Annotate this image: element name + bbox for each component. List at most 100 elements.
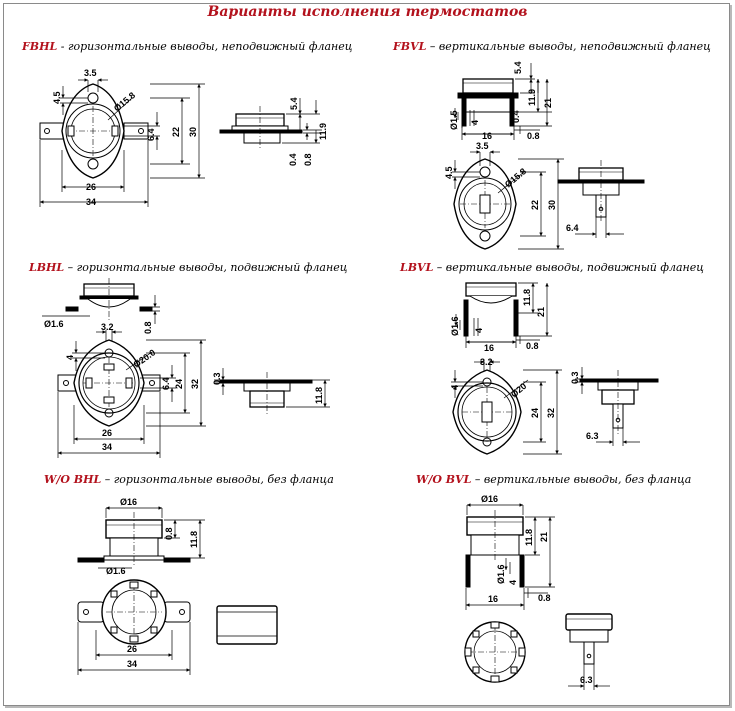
dim-label: 4 (508, 580, 518, 585)
dim-label: 26 (102, 428, 112, 438)
dim-label: 34 (127, 659, 137, 669)
variant-desc: – вертикальные выводы, подвижный фланец (433, 261, 704, 274)
dim-label: 11.8 (314, 387, 324, 404)
dim-label: 24 (174, 379, 184, 389)
dim-label: 21 (543, 98, 553, 108)
dim-label: Ø15.8 (112, 90, 137, 113)
lbvl-drawing (451, 282, 659, 455)
variant-desc: - горизонтальные выводы, неподвижный фла… (57, 40, 353, 53)
fbhl-top-view (39, 83, 149, 179)
dim-label: 3.2 (480, 357, 493, 367)
wobvl-side-view-2 (565, 613, 613, 665)
dim-label: 0.8 (143, 321, 153, 334)
variant-code: LBHL (29, 261, 65, 274)
fbhl-side-view (219, 106, 303, 150)
dim-label: 5.4 (513, 61, 523, 74)
variant-code: FBHL (22, 40, 58, 53)
dim-label: 4 (450, 385, 460, 390)
dim-label: 4 (65, 355, 75, 360)
wobvl-side-view (465, 510, 525, 588)
dim-label: 4.5 (444, 166, 454, 179)
dim-label: 22 (530, 200, 540, 210)
caption-wobvl: W/O BVL – вертикальные выводы, без фланц… (416, 473, 691, 486)
variant-code: W/O BVL (416, 473, 472, 486)
variant-code: W/O BHL (44, 473, 102, 486)
dim-label: 11.8 (522, 289, 532, 306)
dim-label: 11.9 (318, 123, 328, 140)
variant-code: LBVL (400, 261, 434, 274)
dim-label: 6.4 (566, 223, 579, 233)
dim-label: Ø1.6 (44, 319, 64, 329)
dim-label: 0.8 (303, 153, 313, 166)
wobhl-side-view-2 (216, 605, 278, 645)
dim-label: 3.5 (84, 68, 97, 78)
wobhl-drawing (77, 506, 278, 675)
dim-label: 16 (482, 131, 492, 141)
dim-label: 26 (127, 644, 137, 654)
variant-desc: – горизонтальные выводы, без фланца (101, 473, 334, 486)
dim-label: 22 (171, 127, 181, 137)
lbhl-drawing (42, 278, 330, 458)
dim-label: 0.4 (288, 153, 298, 166)
lbvl-top-view (452, 369, 522, 455)
lbvl-side-view (463, 282, 519, 337)
dim-label: 4 (470, 120, 480, 125)
dim-label: 6.3 (586, 431, 599, 441)
dim-label: Ø1.6 (450, 316, 460, 336)
wobvl-top-view (464, 621, 526, 683)
dim-label: 6.3 (580, 675, 593, 685)
dim-label: 16 (484, 343, 494, 353)
dim-label: 21 (536, 307, 546, 317)
dim-label: 6.4 (161, 377, 171, 390)
lbhl-side-view-2 (219, 372, 313, 414)
dim-label: Ø1.6 (496, 564, 506, 584)
dim-label: 6.4 (146, 128, 156, 141)
caption-fbhl: FBHL - горизонтальные выводы, неподвижны… (22, 40, 352, 53)
caption-wobhl: W/O BHL – горизонтальные выводы, без фла… (44, 473, 334, 486)
dim-label: 11.9 (527, 89, 537, 106)
dim-label: Ø15.8 (503, 166, 528, 189)
lbhl-side-view (65, 278, 153, 320)
dim-label: 34 (86, 197, 96, 207)
variant-code: FBVL (393, 40, 427, 53)
fbvl-side-view-2 (557, 160, 645, 222)
dim-label: 3.5 (476, 141, 489, 151)
dim-label: 26 (86, 182, 96, 192)
wobvl-drawing (464, 503, 613, 690)
dim-label: 0.8 (527, 131, 540, 141)
dim-label: 4.5 (52, 91, 62, 104)
dim-label: Ø1.6 (106, 566, 126, 576)
dim-label: Ø16 (481, 494, 498, 504)
fbhl-drawing (39, 78, 322, 207)
variant-desc: – горизонтальные выводы, подвижный флане… (64, 261, 348, 274)
dim-label: 0.3 (212, 372, 222, 385)
variant-desc: – вертикальные выводы, без фланца (471, 473, 692, 486)
dim-label: 32 (190, 379, 200, 389)
caption-fbvl: FBVL – вертикальные выводы, неподвижный … (393, 40, 711, 53)
dim-label: 21 (539, 532, 549, 542)
wobhl-side-view (77, 512, 191, 566)
dim-label: 30 (547, 200, 557, 210)
dim-label: 5.4 (289, 97, 299, 110)
variant-desc: – вертикальные выводы, неподвижный флане… (426, 40, 711, 53)
lbhl-top-view (57, 339, 161, 427)
dim-label: 32 (546, 408, 556, 418)
fbvl-drawing (452, 63, 645, 250)
dim-label: 24 (530, 408, 540, 418)
dim-label: Ø20 (509, 381, 528, 400)
dim-label: 0.8 (164, 527, 174, 540)
dim-label: 11.8 (524, 529, 534, 546)
wobhl-top-view (77, 579, 191, 645)
figure-title: Варианты исполнения термостатов (207, 4, 528, 20)
caption-lbhl: LBHL – горизонтальные выводы, подвижный … (29, 261, 347, 274)
dim-label: 0.8 (526, 341, 539, 351)
fbhl-dims (39, 78, 205, 207)
dim-label: Ø1.5 (449, 110, 459, 130)
fbvl-top-view (453, 158, 517, 250)
dim-label: 16 (488, 594, 498, 604)
dim-label: 30 (188, 127, 198, 137)
dim-label: 4 (474, 328, 484, 333)
dim-label: 11.8 (189, 531, 199, 548)
caption-lbvl: LBVL – вертикальные выводы, подвижный фл… (400, 261, 704, 274)
